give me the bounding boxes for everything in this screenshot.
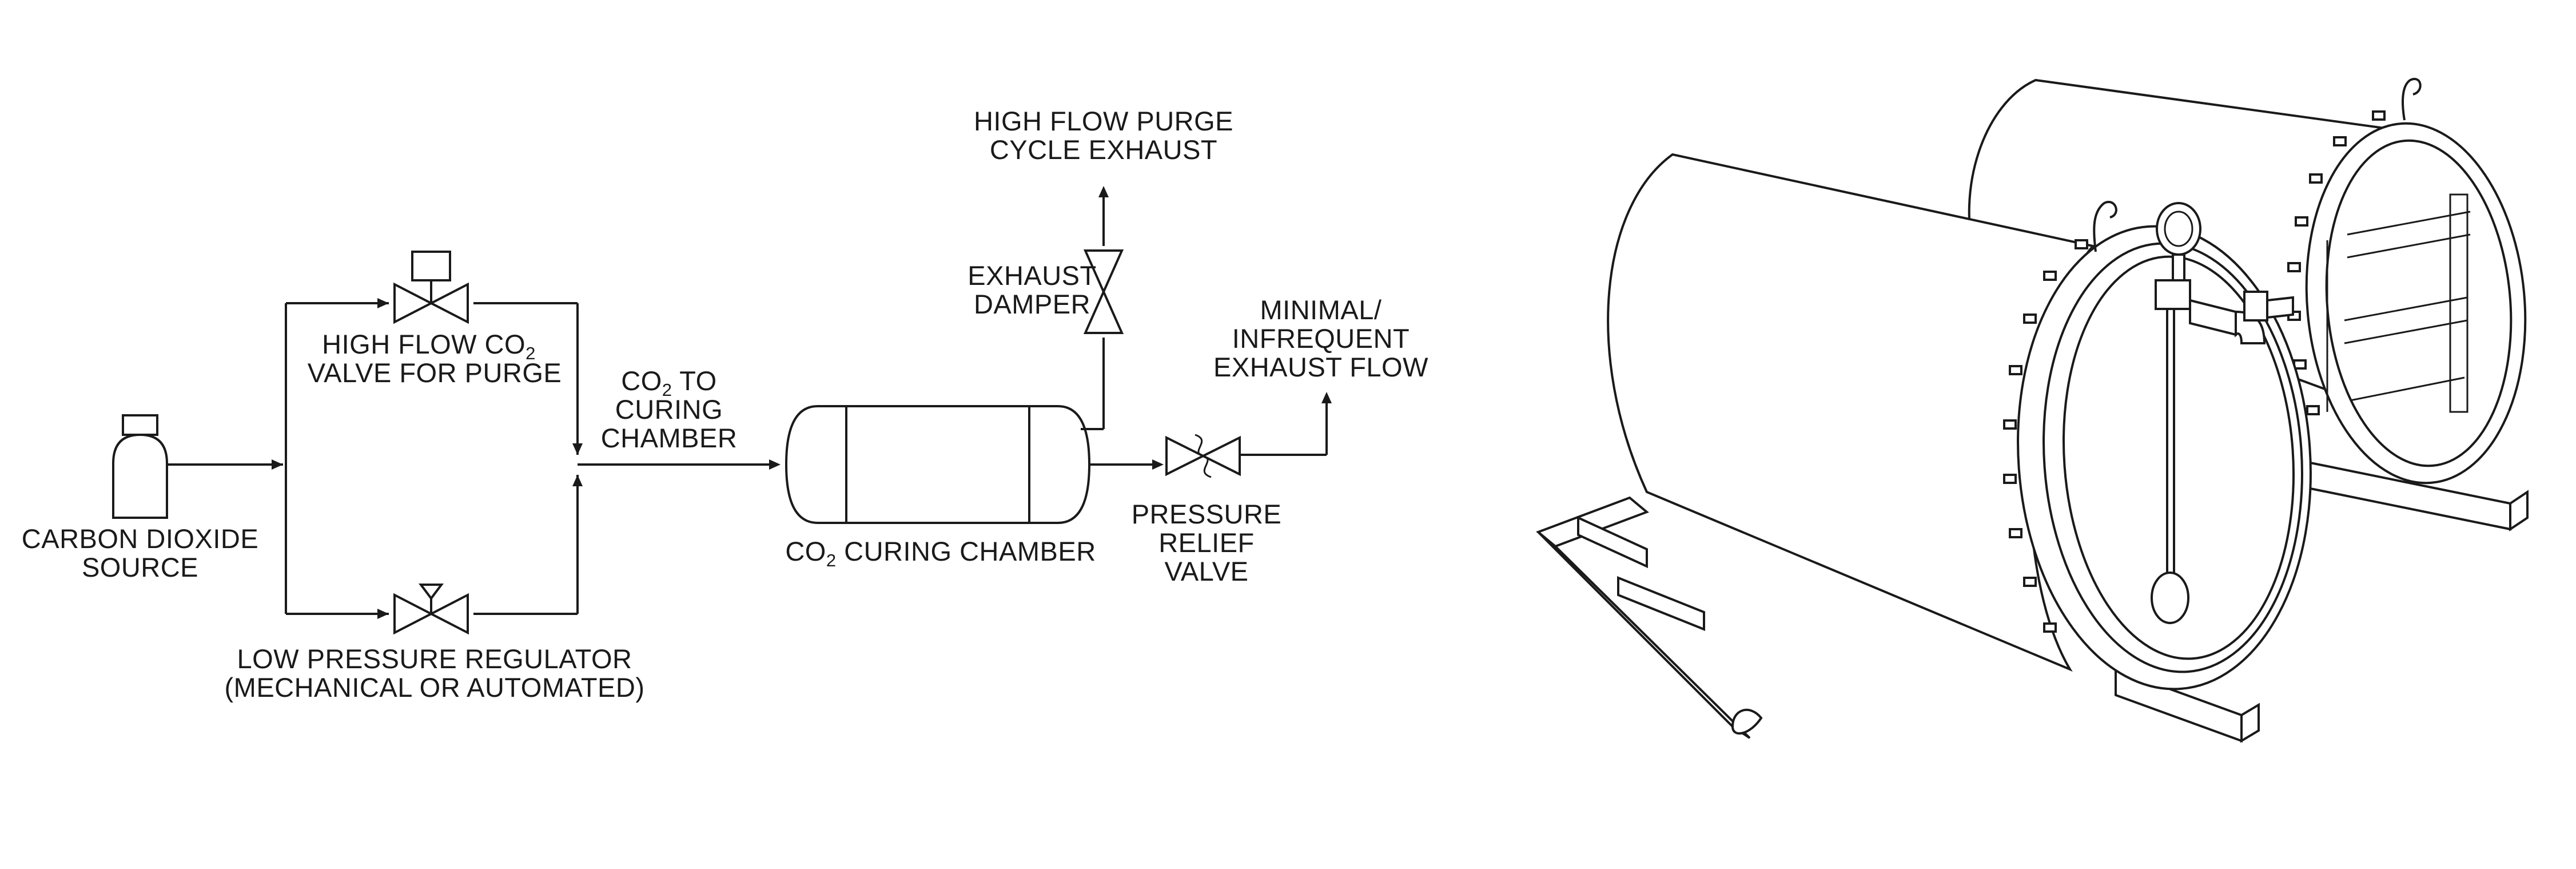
rear-lifting-hook-icon xyxy=(2403,79,2420,120)
high-flow-valve-label-line2: VALVE FOR PURGE xyxy=(308,358,562,388)
purge-exhaust-label-line1: HIGH FLOW PURGE xyxy=(974,106,1233,136)
low-pressure-regulator-icon xyxy=(395,585,468,633)
process-flow-diagram: CARBON DIOXIDE SOURCE HIGH FLOW CO2 VALV xyxy=(22,106,1428,703)
exhaust-damper-label-line2: DAMPER xyxy=(974,289,1090,319)
co2-source-label-line1: CARBON DIOXIDE xyxy=(22,523,258,554)
high-flow-valve-icon xyxy=(395,252,468,322)
pressure-relief-label-line1: PRESSURE xyxy=(1132,499,1282,529)
purge-exhaust-label-line2: CYCLE EXHAUST xyxy=(990,134,1217,165)
chamber-feed-line xyxy=(578,459,781,470)
curing-chamber-illustration xyxy=(1538,79,2540,741)
bottom-branch-line xyxy=(286,475,583,619)
minimal-exhaust-label-line2: INFREQUENT xyxy=(1232,323,1410,354)
co2-to-chamber-label-line3: CHAMBER xyxy=(601,423,738,453)
co2-to-chamber-label-line2: CURING xyxy=(615,394,723,424)
minimal-exhaust-label-line3: EXHAUST FLOW xyxy=(1213,352,1428,382)
co2-cylinder-icon xyxy=(113,415,167,518)
low-pressure-regulator-label-line1: LOW PRESSURE REGULATOR xyxy=(237,644,632,674)
pressure-relief-label-line3: VALVE xyxy=(1164,556,1248,586)
minimal-exhaust-label-line1: MINIMAL/ xyxy=(1260,295,1382,325)
source-feed-line xyxy=(167,459,283,470)
exhaust-damper-label-line1: EXHAUST xyxy=(968,260,1097,291)
curing-chamber-vessel xyxy=(786,406,1089,523)
low-pressure-regulator-label-line2: (MECHANICAL OR AUTOMATED) xyxy=(225,672,645,703)
curing-chamber-label: CO2 CURING CHAMBER xyxy=(785,536,1096,570)
pressure-relief-valve-icon xyxy=(1166,435,1240,477)
pressure-relief-label-line2: RELIEF xyxy=(1158,527,1255,558)
co2-source-label-line2: SOURCE xyxy=(82,552,198,582)
